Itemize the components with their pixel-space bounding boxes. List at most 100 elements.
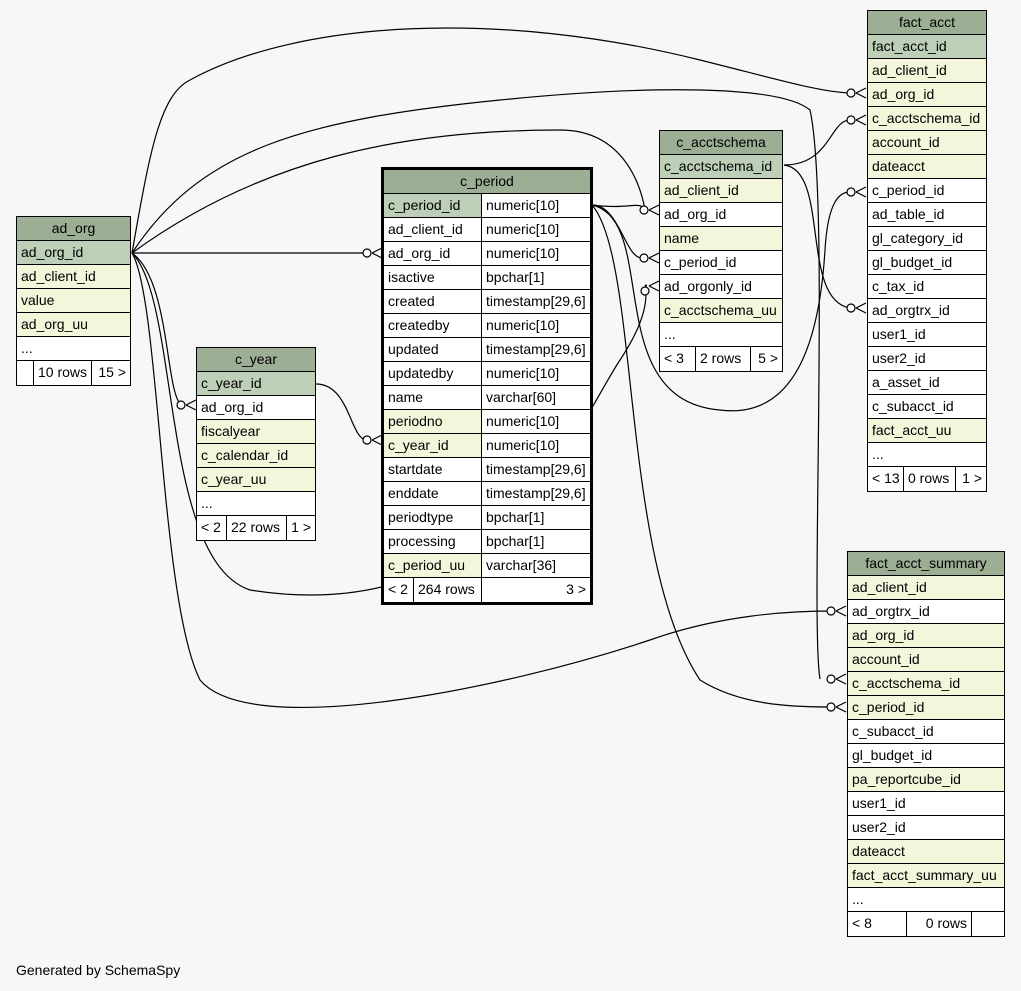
column-row[interactable]: fact_acct_uu xyxy=(868,419,986,443)
column-row[interactable]: c_year_id xyxy=(197,372,315,396)
edge-c-acctschema-to-fact-acct xyxy=(783,119,851,166)
row-count: 10 rows xyxy=(34,361,92,385)
column-row[interactable]: dateacct xyxy=(848,840,1004,864)
column-row[interactable]: c_year_uu xyxy=(197,468,315,492)
column-row[interactable]: ad_client_id xyxy=(17,265,130,289)
column-row[interactable]: ad_orgtrx_id xyxy=(848,600,1004,624)
column-row[interactable]: c_acctschema_uu xyxy=(660,299,782,323)
column-row[interactable]: fact_acct_id xyxy=(868,35,986,59)
parents-link[interactable]: < 2 xyxy=(384,578,414,602)
table-fact-acct-summary[interactable]: fact_acct_summary ad_client_id ad_orgtrx… xyxy=(847,551,1005,937)
table-header[interactable]: ad_org xyxy=(17,217,130,241)
parents-link[interactable] xyxy=(17,361,34,385)
edge-ad-org-to-c-year xyxy=(131,252,182,406)
children-link[interactable]: 1 > xyxy=(291,519,311,535)
column-row[interactable]: c_calendar_id xyxy=(197,444,315,468)
column-row[interactable]: user1_id xyxy=(868,323,986,347)
column-row[interactable]: pa_reportcube_id xyxy=(848,768,1004,792)
column-row[interactable]: ad_org_id xyxy=(660,203,782,227)
column-row[interactable]: ... xyxy=(868,443,986,467)
column-row[interactable]: name xyxy=(660,227,782,251)
table-footer: < 13 0 rows 1 > xyxy=(868,467,986,491)
parents-link[interactable]: < 8 xyxy=(848,912,907,936)
parents-link[interactable]: < 13 xyxy=(868,467,904,491)
column-row[interactable]: account_id xyxy=(848,648,1004,672)
table-header[interactable]: c_year xyxy=(197,348,315,372)
column-row[interactable]: ad_org_id xyxy=(868,83,986,107)
column-row[interactable]: fact_acct_summary_uu xyxy=(848,864,1004,888)
column-row[interactable]: gl_budget_id xyxy=(868,251,986,275)
table-c-year[interactable]: c_year c_year_id ad_org_id fiscalyear c_… xyxy=(196,347,316,541)
column-row[interactable]: ad_client_id xyxy=(848,576,1004,600)
table-fact-acct[interactable]: fact_acct fact_acct_id ad_client_id ad_o… xyxy=(867,10,987,492)
column-row[interactable]: c_period_id xyxy=(868,179,986,203)
children-link[interactable]: 3 > xyxy=(566,581,586,597)
table-header[interactable]: c_acctschema xyxy=(660,131,782,155)
children-link[interactable]: 1 > xyxy=(962,470,982,486)
column-row[interactable]: gl_category_id xyxy=(868,227,986,251)
column-row[interactable]: value xyxy=(17,289,130,313)
column-row[interactable]: a_asset_id xyxy=(868,371,986,395)
column-row[interactable]: ad_client_id xyxy=(660,179,782,203)
generated-by-credit: Generated by SchemaSpy xyxy=(16,962,181,978)
column-row[interactable]: c_acctschema_id xyxy=(868,107,986,131)
table-header[interactable]: fact_acct_summary xyxy=(848,552,1004,576)
column-row[interactable]: ad_orgonly_id xyxy=(660,275,782,299)
column-row[interactable]: ... xyxy=(848,888,1004,912)
column-row[interactable]: c_period_id xyxy=(848,696,1004,720)
column-row[interactable]: account_id xyxy=(868,131,986,155)
column-row[interactable]: ad_org_id xyxy=(17,241,130,265)
column-row[interactable]: c_period_id xyxy=(660,251,782,275)
column-row[interactable]: c_subacct_id xyxy=(848,720,1004,744)
column-row[interactable]: c_acctschema_id xyxy=(660,155,782,179)
table-header[interactable]: c_period xyxy=(384,170,590,194)
column-row[interactable]: ... xyxy=(197,492,315,516)
children-link[interactable]: 15 > xyxy=(98,364,126,380)
edge-c-period-to-c-acctschema xyxy=(591,204,644,259)
parents-link[interactable]: < 3 xyxy=(660,347,696,371)
table-header[interactable]: fact_acct xyxy=(868,11,986,35)
column-row[interactable]: ... xyxy=(660,323,782,347)
column-row[interactable]: ad_client_id xyxy=(868,59,986,83)
column-row[interactable]: ad_org_id xyxy=(197,396,315,420)
column-row[interactable]: gl_budget_id xyxy=(848,744,1004,768)
column-row[interactable]: fiscalyear xyxy=(197,420,315,444)
row-count: 0 rows xyxy=(907,912,972,936)
column-row[interactable]: user2_id xyxy=(868,347,986,371)
column-row[interactable]: ad_orgtrx_id xyxy=(868,299,986,323)
children-link[interactable] xyxy=(972,912,1004,936)
column-row[interactable]: ... xyxy=(17,337,130,361)
column-row[interactable]: ad_org_uu xyxy=(17,313,130,337)
table-c-acctschema[interactable]: c_acctschema c_acctschema_id ad_client_i… xyxy=(659,130,783,372)
parents-link[interactable]: < 2 xyxy=(197,516,227,540)
column-row[interactable]: c_subacct_id xyxy=(868,395,986,419)
column-row[interactable]: ad_org_id xyxy=(848,624,1004,648)
column-row[interactable]: user2_id xyxy=(848,816,1004,840)
column-row[interactable]: c_acctschema_id xyxy=(848,672,1004,696)
column-row[interactable]: user1_id xyxy=(848,792,1004,816)
table-footer: < 3 2 rows 5 > xyxy=(660,347,782,371)
table-footer: 10 rows 15 > xyxy=(17,361,130,385)
table-ad-org[interactable]: ad_org ad_org_id ad_client_id value ad_o… xyxy=(16,216,131,386)
children-link[interactable]: 5 > xyxy=(758,350,778,366)
column-row[interactable]: c_tax_id xyxy=(868,275,986,299)
column-row[interactable]: dateacct xyxy=(868,155,986,179)
column-row[interactable]: ad_table_id xyxy=(868,203,986,227)
